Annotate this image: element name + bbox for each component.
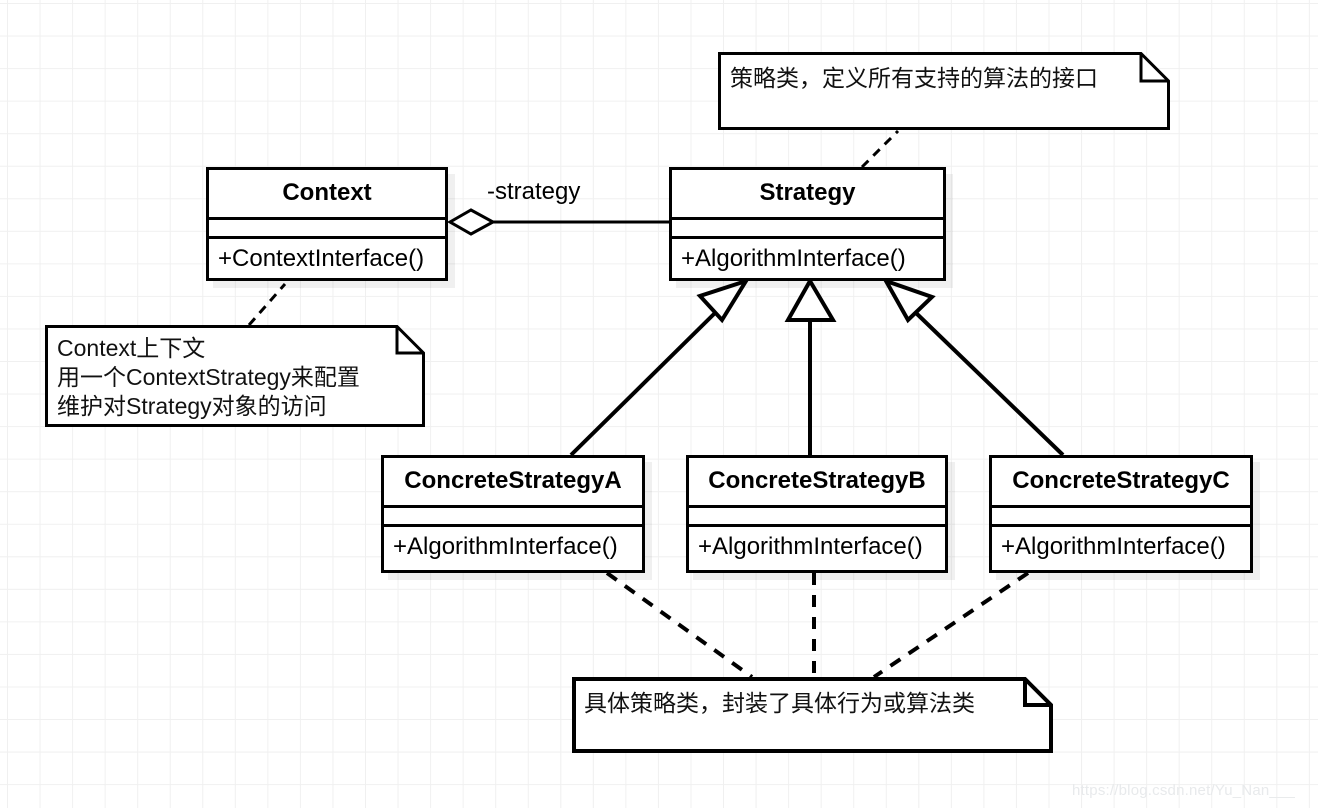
class-box-context[interactable]: Context +ContextInterface() <box>206 167 448 281</box>
aggregation-role-label: -strategy <box>487 178 581 205</box>
generalization-arrow-b <box>784 276 837 322</box>
watermark-text: https://blog.csdn.net/Yu_Nan___ <box>1072 782 1296 799</box>
note-context[interactable]: Context上下文 用一个ContextStrategy来配置 维护对Stra… <box>45 325 425 427</box>
class-attributes-strategy <box>672 220 943 239</box>
note-text-concrete-strategy: 具体策略类，封装了具体行为或算法类 <box>584 690 975 716</box>
note-strategy[interactable]: 策略类，定义所有支持的算法的接口 <box>718 52 1170 130</box>
note-text-strategy: 策略类，定义所有支持的算法的接口 <box>730 65 1098 91</box>
class-operations-concrete-strategy-c: +AlgorithmInterface() <box>1001 533 1226 560</box>
class-attributes-context <box>209 220 445 239</box>
note-anchor-concrete-a <box>605 571 754 679</box>
note-anchor-concrete-c <box>872 571 1030 679</box>
aggregation-diamond <box>446 208 497 236</box>
class-name-concrete-strategy-c: ConcreteStrategyC <box>992 458 1250 508</box>
note-shape-context <box>45 325 425 427</box>
generalization-arrow-a <box>696 277 751 324</box>
note-anchor-strategy <box>860 129 900 169</box>
class-operations-concrete-strategy-b: +AlgorithmInterface() <box>698 533 923 560</box>
class-box-concrete-strategy-a[interactable]: ConcreteStrategyA +AlgorithmInterface() <box>381 455 645 573</box>
class-operations-context: +ContextInterface() <box>218 245 425 272</box>
generalization-arrow-c <box>881 277 936 324</box>
note-concrete-strategy[interactable]: 具体策略类，封装了具体行为或算法类 <box>572 677 1053 753</box>
class-attributes-concrete-strategy-a <box>384 508 642 527</box>
class-box-concrete-strategy-b[interactable]: ConcreteStrategyB +AlgorithmInterface() <box>686 455 948 573</box>
class-name-context: Context <box>209 170 445 220</box>
class-attributes-concrete-strategy-b <box>689 508 945 527</box>
note-text-context-line-2: 用一个ContextStrategy来配置 <box>57 364 360 390</box>
note-shape-strategy <box>718 52 1170 130</box>
note-anchor-context <box>247 283 287 326</box>
class-box-concrete-strategy-c[interactable]: ConcreteStrategyC +AlgorithmInterface() <box>989 455 1253 573</box>
generalization-line-a <box>569 310 718 457</box>
class-box-strategy[interactable]: Strategy +AlgorithmInterface() <box>669 167 946 281</box>
note-shape-concrete-strategy <box>572 677 1053 753</box>
note-text-context-line-3: 维护对Strategy对象的访问 <box>57 393 327 419</box>
note-text-context-line-1: Context上下文 <box>57 335 206 361</box>
class-name-concrete-strategy-b: ConcreteStrategyB <box>689 458 945 508</box>
class-operations-concrete-strategy-a: +AlgorithmInterface() <box>393 533 618 560</box>
class-attributes-concrete-strategy-c <box>992 508 1250 527</box>
generalization-line-c <box>913 310 1065 457</box>
class-name-concrete-strategy-a: ConcreteStrategyA <box>384 458 642 508</box>
class-name-strategy: Strategy <box>672 170 943 220</box>
class-operations-strategy: +AlgorithmInterface() <box>681 245 906 272</box>
